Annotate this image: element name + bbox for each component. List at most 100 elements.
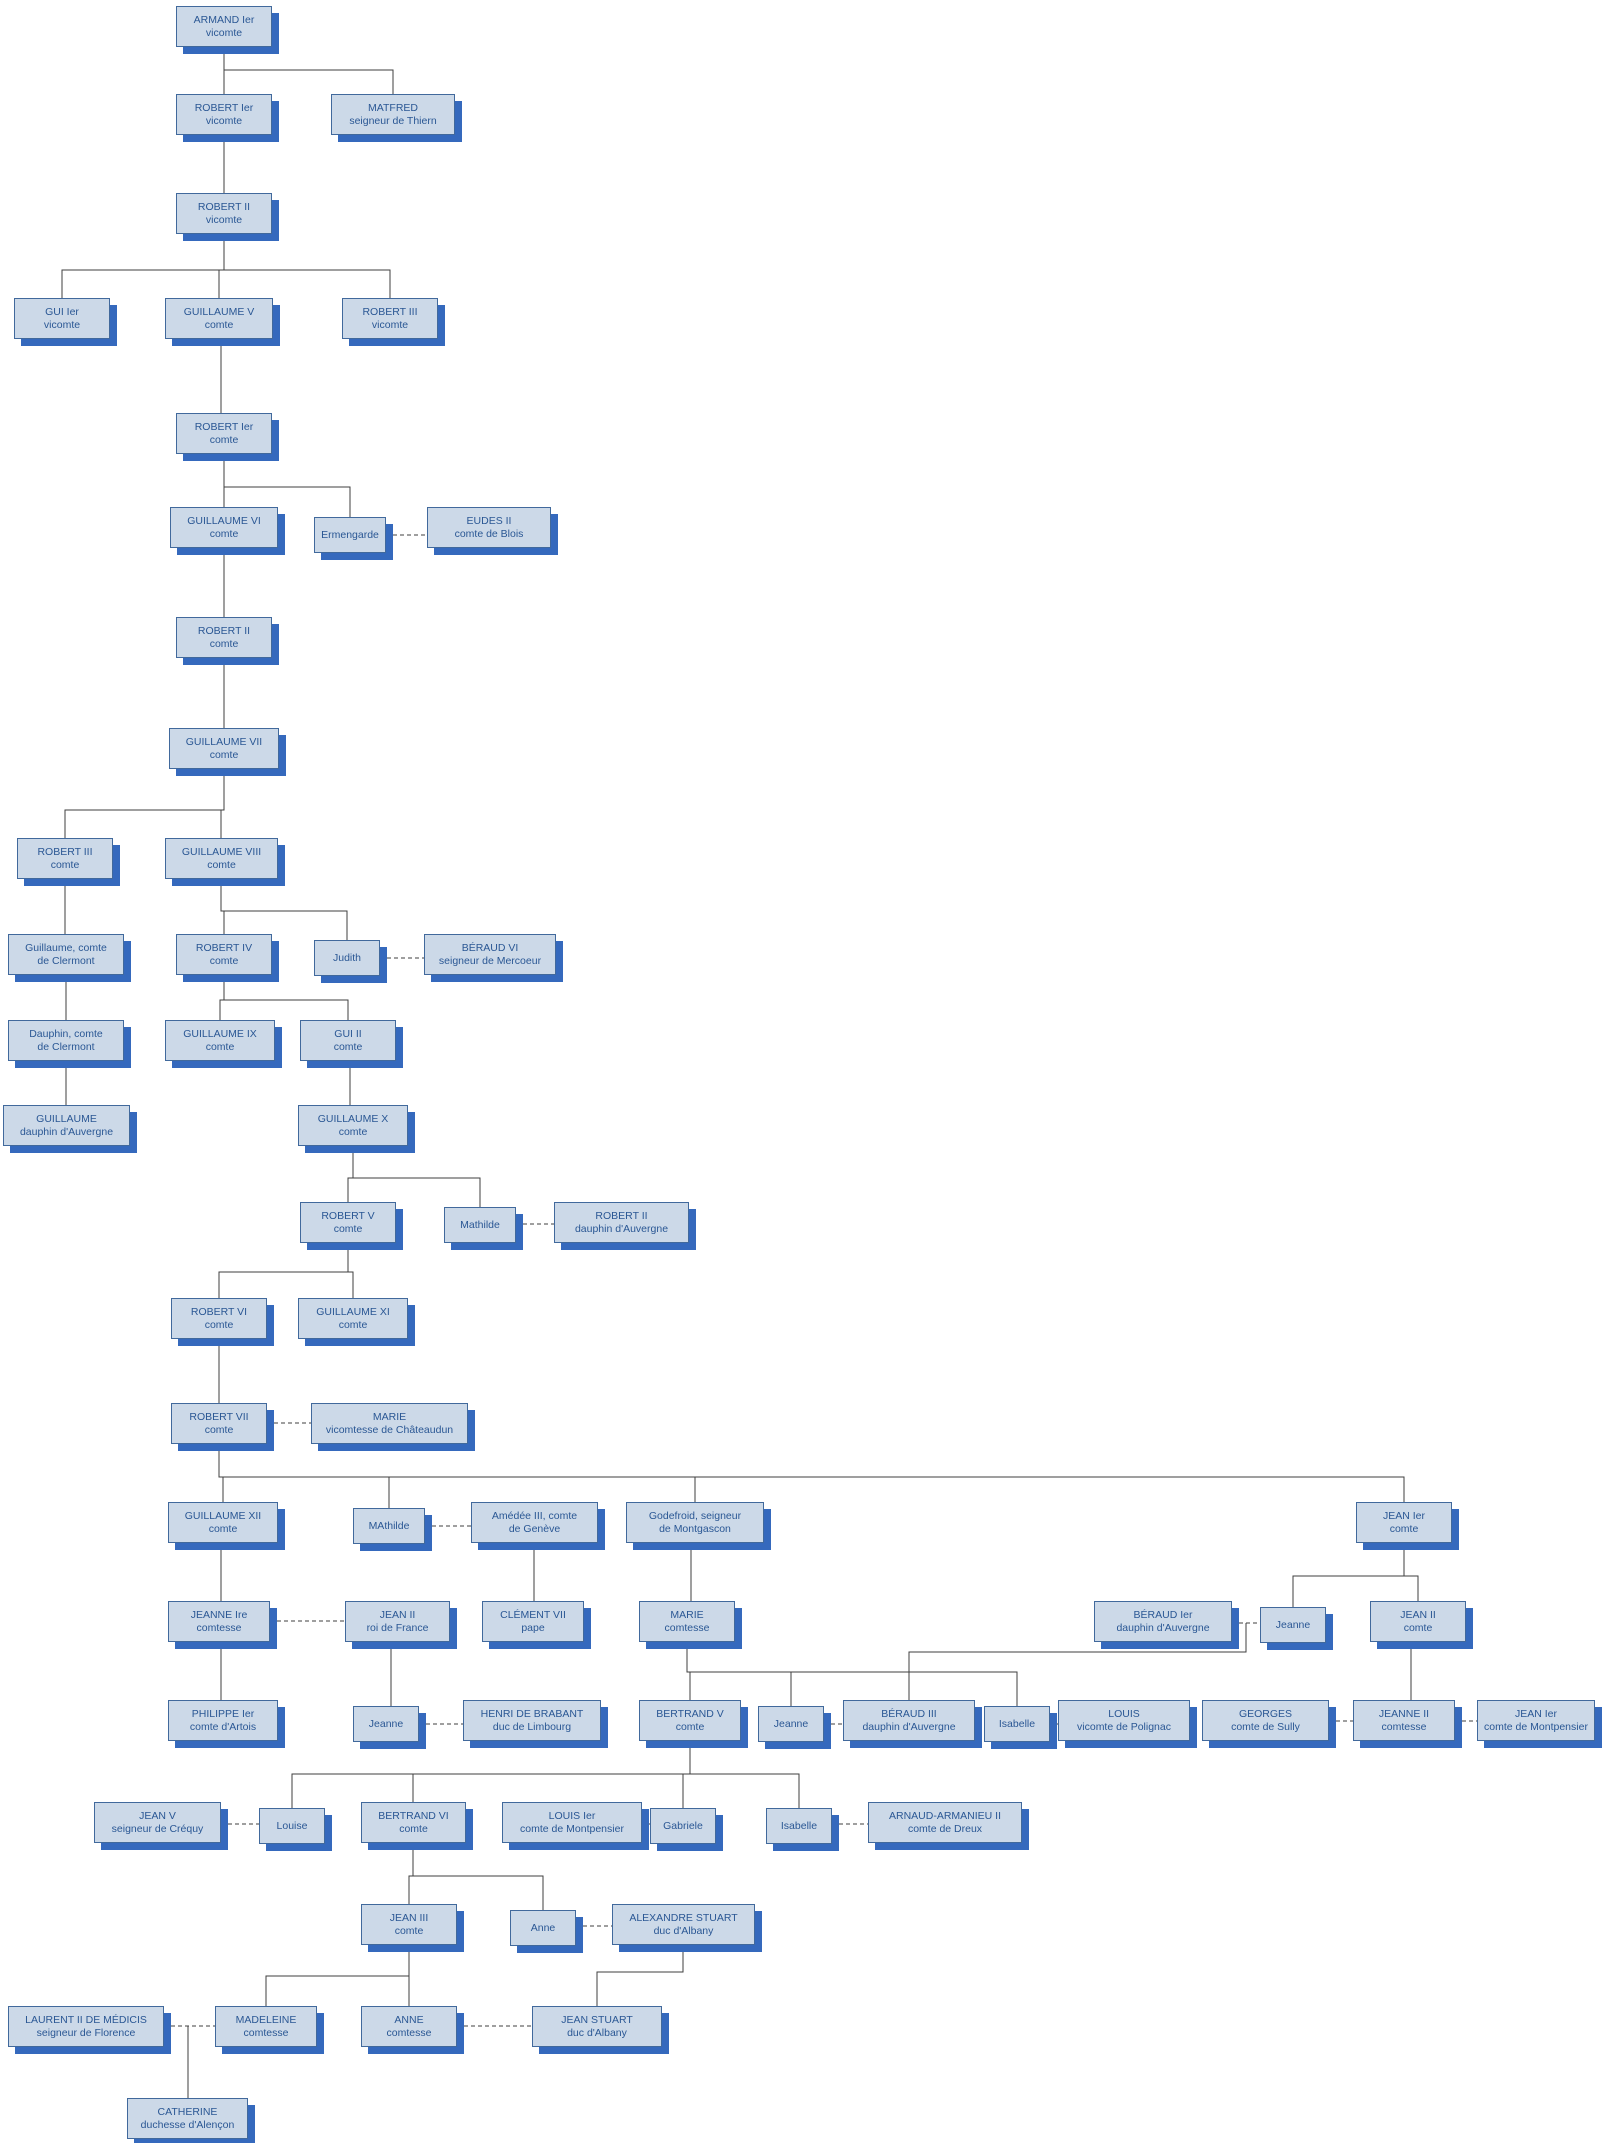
- person-name: ROBERT II: [595, 1209, 648, 1222]
- person-title: seigneur de Créquy: [111, 1822, 204, 1835]
- person-name: ROBERT II: [197, 200, 251, 213]
- person-name: ROBERT V: [321, 1209, 375, 1222]
- person-name: BÉRAUD Ier: [1133, 1608, 1193, 1621]
- edge-descent-guillaume-7--robert-3-comte: [64, 769, 225, 838]
- edge-descent-robert-2-vicomte--guillaume-5: [218, 234, 225, 298]
- person-name: JEAN II: [1400, 1608, 1436, 1621]
- person-name: JEAN STUART: [561, 2013, 633, 2026]
- person-box-louise: Louise: [259, 1808, 325, 1844]
- person-title: comte de Montpensier: [520, 1822, 624, 1835]
- person-title: comte: [209, 527, 239, 540]
- person-name: ARMAND Ier: [193, 13, 255, 26]
- person-title: comte: [208, 1522, 238, 1535]
- person-title: comte: [209, 433, 239, 446]
- person-title: vicomte: [371, 318, 409, 331]
- person-name: GUILLAUME XI: [316, 1305, 390, 1318]
- person-name: EUDES II: [466, 514, 512, 527]
- person-name: BÉRAUD VI: [461, 941, 519, 954]
- edge-descent-alexandre-stuart--jean-stuart: [596, 1945, 684, 2006]
- person-name: BÉRAUD III: [881, 1707, 937, 1720]
- person-title: comte: [1403, 1621, 1433, 1634]
- person-name: Godefroid, seigneur: [648, 1509, 742, 1522]
- person-title: duc de Limbourg: [492, 1720, 572, 1733]
- person-name: ROBERT II: [197, 624, 251, 637]
- edge-descent-robert-2-vicomte--gui-1er: [61, 234, 225, 298]
- person-box-mathilde-2: MAthilde: [353, 1508, 425, 1544]
- edge-descent-marie-comtesse--isabelle-polignac: [686, 1642, 1018, 1706]
- person-name: JEAN II: [379, 1608, 416, 1621]
- person-name: GUILLAUME V: [183, 305, 255, 318]
- person-box-jeanne-brabant: Jeanne: [353, 1706, 419, 1742]
- person-name: JEAN Ier: [1382, 1509, 1425, 1522]
- person-name: MAthilde: [368, 1519, 410, 1532]
- person-title: dauphin d'Auvergne: [1116, 1621, 1210, 1634]
- edge-descent-robert-7--godefroid: [218, 1444, 696, 1502]
- edge-descent-robert-5--guillaume-11: [347, 1243, 354, 1298]
- edge-descent-guillaume-8--judith: [220, 879, 348, 940]
- edge-descent-robert-7--jean-1er-comte: [218, 1444, 1405, 1502]
- person-name: Guillaume, comte: [25, 941, 107, 954]
- person-name: LOUIS Ier: [548, 1809, 596, 1822]
- person-title: vicomte: [205, 114, 243, 127]
- person-name: BERTRAND V: [656, 1707, 724, 1720]
- person-name: ROBERT III: [37, 845, 93, 858]
- person-title: comte: [394, 1924, 424, 1937]
- person-name: GUILLAUME X: [317, 1112, 389, 1125]
- person-name: MATFRED: [368, 101, 418, 114]
- person-title: de Montgascon: [659, 1522, 731, 1535]
- person-title: comte: [204, 1423, 234, 1436]
- person-title: dauphin d'Auvergne: [862, 1720, 956, 1733]
- person-title: roi de France: [366, 1621, 429, 1634]
- person-name: GUILLAUME IX: [183, 1027, 257, 1040]
- person-title: comte: [675, 1720, 705, 1733]
- person-name: GUI II: [334, 1027, 362, 1040]
- person-title: de Clermont: [37, 954, 95, 967]
- person-title: comte: [209, 748, 239, 761]
- person-title: comte: [209, 954, 239, 967]
- edge-descent-guillaume-7--guillaume-8: [220, 769, 225, 838]
- person-name: GUILLAUME VIII: [181, 845, 262, 858]
- person-title: comtesse: [664, 1621, 710, 1634]
- person-title: comte: [333, 1222, 363, 1235]
- person-title: comte: [50, 858, 80, 871]
- person-name: BERTRAND VI: [378, 1809, 449, 1822]
- edge-descent-robert-5--robert-6: [218, 1243, 349, 1298]
- person-title: comte: [204, 318, 234, 331]
- person-title: duchesse d'Alençon: [140, 2118, 235, 2131]
- person-title: comte: [338, 1318, 368, 1331]
- person-name: GUI Ier: [45, 305, 79, 318]
- person-name: LOUIS: [1108, 1707, 1140, 1720]
- person-name: JEANNE Ire: [190, 1608, 248, 1621]
- person-title: comte: [333, 1040, 363, 1053]
- person-name: Anne: [530, 1921, 556, 1934]
